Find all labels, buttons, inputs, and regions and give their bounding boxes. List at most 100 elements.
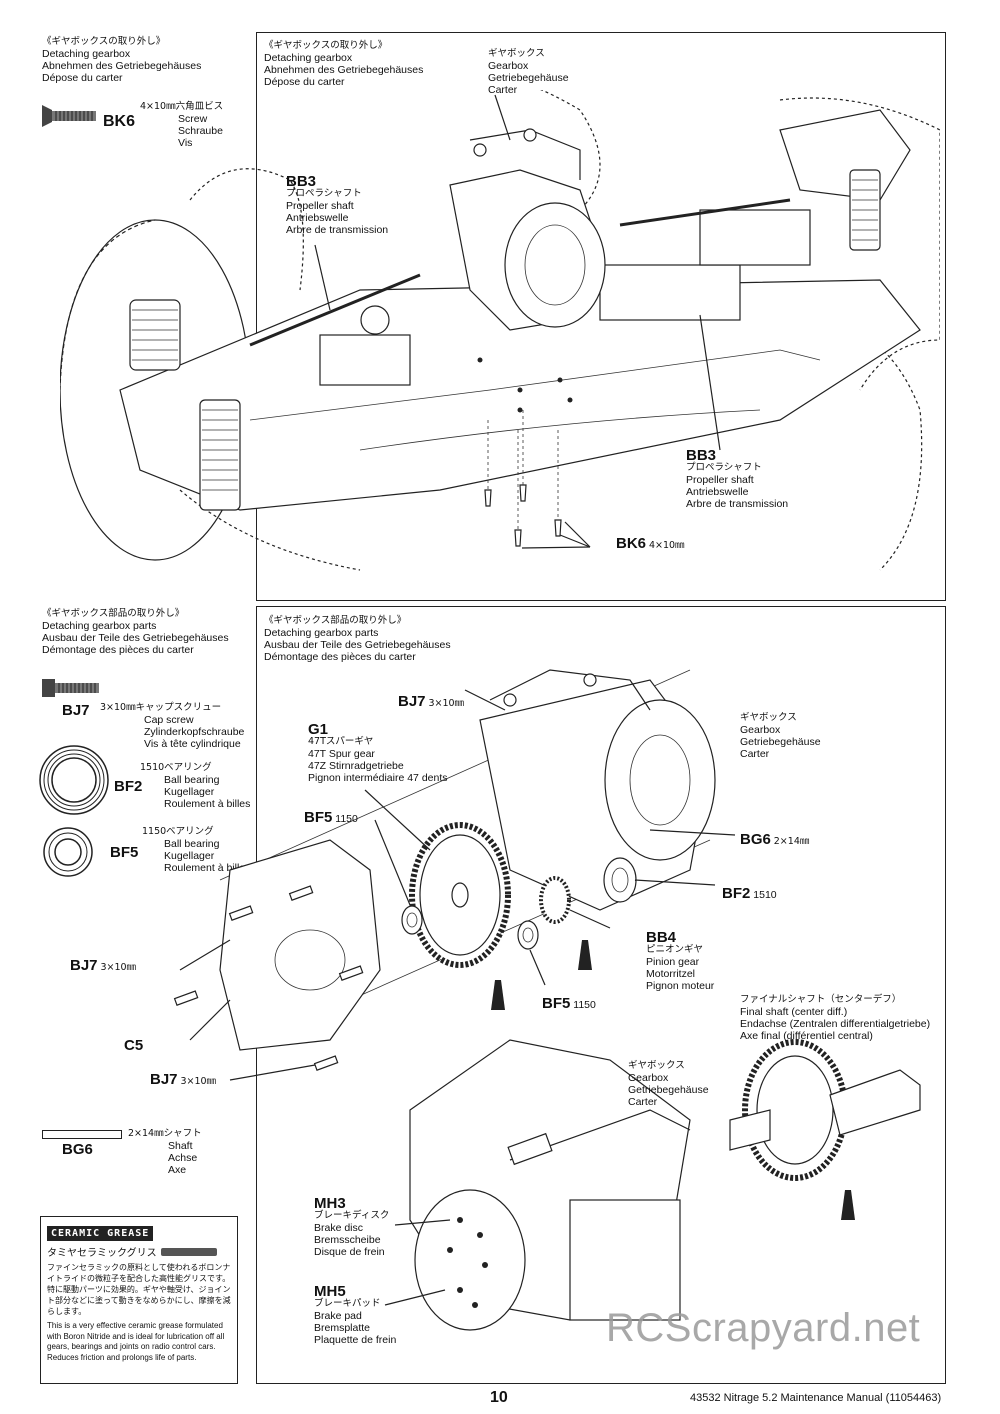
final-shaft-jp: ファイナルシャフト（センターデフ） <box>740 994 902 1005</box>
bj7-mid-callout: BJ7 3×10㎜ <box>70 958 137 974</box>
bj7-desc: 3×10㎜キャップスクリュー Cap screw Zylinderkopfsch… <box>100 702 244 750</box>
gearbox-de: Getriebegehäuse <box>488 72 569 84</box>
bf2-code: BF2 <box>114 778 143 795</box>
lower-gearbox-drawing <box>409 1039 691 1331</box>
mh3-code: MH3 <box>314 1195 346 1212</box>
bj7-top-callout: BJ7 3×10㎜ <box>398 693 464 710</box>
top-gearbox-callout: ギヤボックス Gearbox Getriebegehäuse Carter <box>488 48 569 96</box>
bb3-fr: Arbre de transmission <box>686 498 789 510</box>
bb3-de: Antriebswelle <box>286 212 349 224</box>
gearbox-jp: ギヤボックス <box>488 48 545 59</box>
bf5-code: BF5 <box>110 844 139 861</box>
page-number: 10 <box>490 1389 508 1406</box>
mh3-de: Bremsscheibe <box>314 1234 381 1246</box>
bk6-code: BK6 <box>103 113 136 130</box>
bf2-size: 1510 <box>753 889 777 901</box>
grease-tube-icon <box>160 1247 217 1256</box>
bj7-size: 3×10㎜ <box>100 962 137 973</box>
exploded-gearbox-drawing <box>173 669 921 1331</box>
heading-en: Detaching gearbox parts <box>42 620 157 632</box>
heading-de: Abnehmen des Getriebegehäuses <box>42 60 202 72</box>
bb3-jp: プロペラシャフト <box>286 188 362 199</box>
mh5-fr: Plaquette de frein <box>314 1334 397 1346</box>
bb4-fr: Pignon moteur <box>646 980 715 992</box>
bj7-code: BJ7 <box>62 702 90 719</box>
bg6-en: Shaft <box>168 1140 193 1152</box>
bb3-code: BB3 <box>286 173 317 190</box>
bf5-top-callout: BF5 1150 <box>304 809 358 826</box>
heading-jp: 《ギヤボックス部品の取り外し》 <box>42 608 185 619</box>
g1-jp: 47Tスパーギヤ <box>308 736 374 747</box>
top-panel-heading: 《ギヤボックスの取り外し》 Detaching gearbox Abnehmen… <box>264 40 423 88</box>
bf5-en: Ball bearing <box>164 838 220 850</box>
bj7-code: BJ7 <box>150 1071 178 1088</box>
bk6-fr: Vis <box>178 137 193 149</box>
heading-jp: 《ギヤボックスの取り外し》 <box>264 40 388 51</box>
mh3-callout: MH3 ブレーキディスク Brake disc Bremsscheibe Dis… <box>314 1195 389 1258</box>
center-diff-drawing <box>729 1039 921 1181</box>
heading-en: Detaching gearbox <box>42 48 131 60</box>
bg6-size: 2×14㎜ <box>773 836 810 847</box>
bf2-desc: 1510ベアリング Ball bearing Kugellager Roulem… <box>140 762 250 810</box>
bj7-en: Cap screw <box>144 714 194 726</box>
g1-fr: Pignon intermédiaire 47 dents <box>308 772 448 784</box>
bf2-size: 1510ベアリング <box>140 762 212 773</box>
bottom-gearbox-callout: ギヤボックス Gearbox Getriebegehäuse Carter <box>740 712 821 760</box>
mh3-en: Brake disc <box>314 1222 364 1234</box>
left-shock <box>129 299 241 511</box>
heading-de: Ausbau der Teile des Getriebegehäuses <box>264 639 451 651</box>
bg6-de: Achse <box>168 1152 198 1164</box>
mh5-jp: ブレーキパッド <box>314 1298 381 1309</box>
heading-jp: 《ギヤボックスの取り外し》 <box>42 36 166 47</box>
bf5-size: 1150 <box>335 813 358 825</box>
final-shaft-callout: ファイナルシャフト（センターデフ） Final shaft (center di… <box>740 994 930 1042</box>
bb3-jp: プロペラシャフト <box>686 462 762 473</box>
grease-title-jp: タミヤセラミックグリス <box>47 1248 157 1259</box>
grease-body-jp: ファインセラミックの原料として使われるボロンナイトライドの微粒子を配合した高性能… <box>47 1263 231 1316</box>
bf2-en: Ball bearing <box>164 774 220 786</box>
bf5-size: 1150ベアリング <box>142 826 214 837</box>
bg6-code: BG6 <box>740 831 771 848</box>
bf2-code: BF2 <box>722 885 751 902</box>
g1-code: G1 <box>308 721 329 738</box>
bb3-callout-a: BB3 プロペラシャフト Propeller shaft Antriebswel… <box>286 173 388 236</box>
gearbox-de: Getriebegehäuse <box>628 1084 709 1096</box>
grease-logo: CERAMIC GREASE <box>47 1226 154 1241</box>
bf5-bot-callout: BF5 1150 <box>542 996 596 1011</box>
bottom-left-heading: 《ギヤボックス部品の取り外し》 Detaching gearbox parts … <box>42 608 229 656</box>
cover-c5 <box>219 839 381 1051</box>
bg6-desc: 2×14㎜シャフト Shaft Achse Axe <box>128 1128 202 1176</box>
bj7-cap-screw-icon <box>42 679 99 697</box>
gearbox-en: Gearbox <box>740 724 781 736</box>
bj7-fr: Vis à tête cylindrique <box>144 738 241 750</box>
gearbox-fr: Carter <box>740 748 770 760</box>
heading-en: Detaching gearbox parts <box>264 627 379 639</box>
bf5-code: BF5 <box>304 809 333 826</box>
bj7-size: 3×10㎜キャップスクリュー <box>100 702 222 713</box>
final-shaft-fr: Axe final (différentiel central) <box>740 1030 873 1042</box>
bk6-size: 4×10㎜ <box>648 540 685 551</box>
bk6-code: BK6 <box>616 535 647 552</box>
bk6-de: Schraube <box>178 125 223 137</box>
heading-de: Ausbau der Teile des Getriebegehäuses <box>42 632 229 644</box>
g1-en: 47T Spur gear <box>308 748 375 760</box>
final-shaft-de: Endachse (Zentralen differentialgetriebe… <box>740 1018 931 1030</box>
bf5-fr: Roulement à billes <box>164 862 251 874</box>
bk6-screw-icon <box>42 105 96 127</box>
bk6-size: 4×10㎜六角皿ビス <box>140 101 224 112</box>
bb4-de: Motorritzel <box>646 968 696 980</box>
gearbox-jp: ギヤボックス <box>628 1060 685 1071</box>
c5-callout: C5 <box>124 1037 144 1054</box>
bk6-top-callout: BK6 4×10㎜ <box>616 535 685 552</box>
bf5-de: Kugellager <box>164 850 215 862</box>
gearbox-de: Getriebegehäuse <box>740 736 821 748</box>
bf2-bearing-icon <box>39 745 109 815</box>
bf2-callout: BF2 1510 <box>722 885 777 902</box>
heading-fr: Démontage des pièces du carter <box>42 644 194 656</box>
bg6-size: 2×14㎜シャフト <box>128 1128 202 1139</box>
bj7-code: BJ7 <box>398 693 426 710</box>
bk6-en: Screw <box>178 113 208 125</box>
c5-code: C5 <box>124 1037 144 1054</box>
heading-en: Detaching gearbox <box>264 52 353 64</box>
bf5-desc: 1150ベアリング Ball bearing Kugellager Roulem… <box>142 826 250 874</box>
